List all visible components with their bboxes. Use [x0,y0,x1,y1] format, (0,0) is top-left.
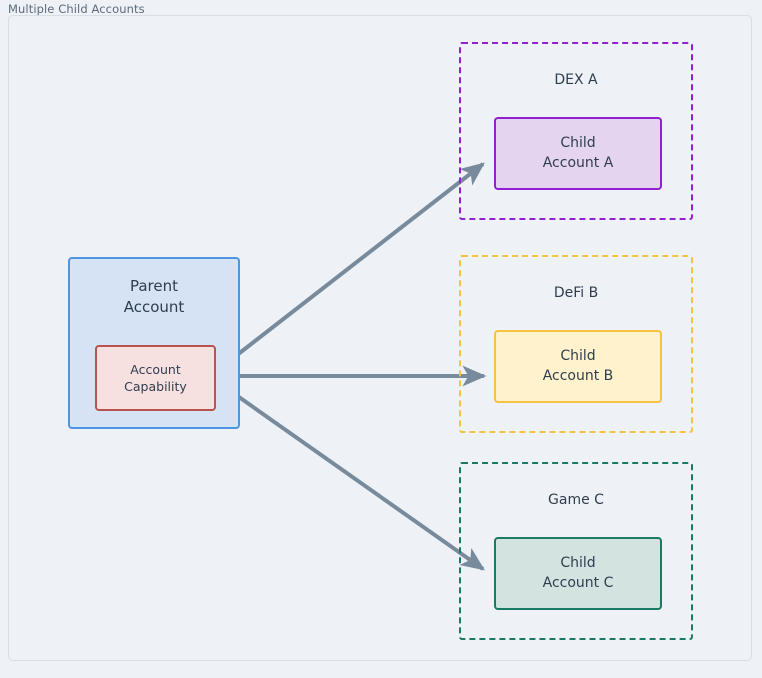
child-account-a-node[interactable]: Child Account A [494,117,662,190]
child-account-b-node[interactable]: Child Account B [494,330,662,403]
group-dex-a[interactable]: DEX A Child Account A [459,42,693,220]
group-defi-b-title: DeFi B [553,285,599,301]
account-capability-label: Account Capability [124,361,187,395]
parent-account-node[interactable]: Parent Account Account Capability [68,257,240,429]
child-account-a-label: Child Account A [542,134,614,171]
child-account-c-label: Child Account C [542,554,614,591]
child-account-c-node[interactable]: Child Account C [494,537,662,610]
group-defi-b[interactable]: DeFi B Child Account B [459,255,693,433]
group-game-c-title: Game C [548,492,604,508]
group-dex-a-title: DEX A [554,72,598,88]
group-game-c[interactable]: Game C Child Account C [459,462,693,640]
account-capability-node[interactable]: Account Capability [95,345,216,411]
parent-account-label: Parent Account [123,277,185,316]
page-title: Multiple Child Accounts [8,2,145,16]
child-account-b-label: Child Account B [542,347,614,384]
